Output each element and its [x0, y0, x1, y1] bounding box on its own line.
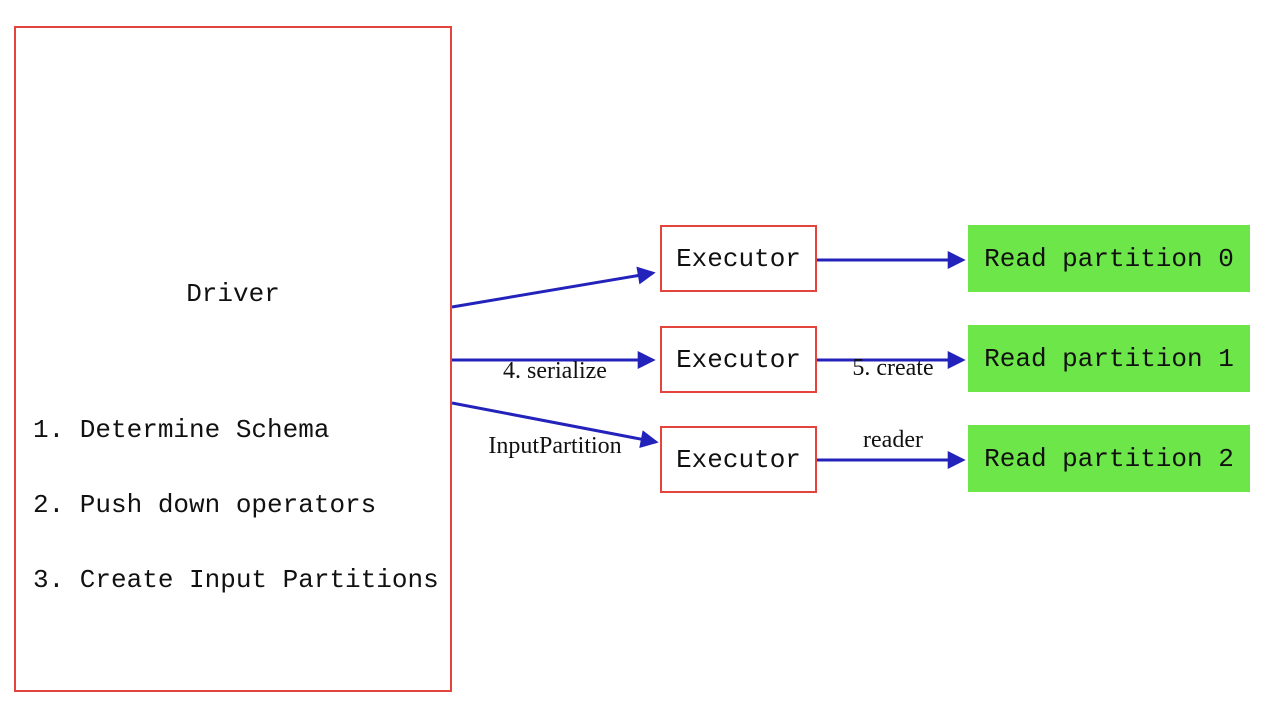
- driver-steps-list: 1. Determine Schema 2. Push down operato…: [33, 368, 439, 643]
- edge-label-line: 5. create: [852, 355, 934, 381]
- executor-label: Executor: [676, 243, 801, 274]
- read-partition-box-2: Read partition 2: [968, 425, 1250, 492]
- executor-box-2: Executor: [660, 426, 817, 493]
- read-partition-box-1: Read partition 1: [968, 325, 1250, 392]
- executor-box-0: Executor: [660, 225, 817, 292]
- read-partition-box-0: Read partition 0: [968, 225, 1250, 292]
- executor-box-1: Executor: [660, 326, 817, 393]
- driver-step-1: 1. Determine Schema: [33, 415, 330, 445]
- read-partition-label: Read partition 2: [984, 443, 1234, 474]
- read-partition-label: Read partition 1: [984, 343, 1234, 374]
- driver-title: Driver: [186, 279, 280, 309]
- edge-label-line: reader: [863, 427, 923, 453]
- driver-step-2: 2. Push down operators: [33, 490, 377, 520]
- driver-box: Driver 1. Determine Schema 2. Push down …: [14, 26, 452, 692]
- arrow-driver-to-executor-0: [451, 266, 656, 309]
- edge-label-create-reader: 5. create reader: [813, 308, 973, 500]
- edge-label-line: InputPartition: [488, 433, 622, 459]
- executor-label: Executor: [676, 344, 801, 375]
- executor-label: Executor: [676, 444, 801, 475]
- edge-label-line: 4. serialize: [503, 358, 607, 384]
- driver-step-3: 3. Create Input Partitions: [33, 565, 439, 595]
- read-partition-label: Read partition 0: [984, 243, 1234, 274]
- edge-label-serialize-inputpartition: 4. serialize InputPartition: [443, 309, 667, 509]
